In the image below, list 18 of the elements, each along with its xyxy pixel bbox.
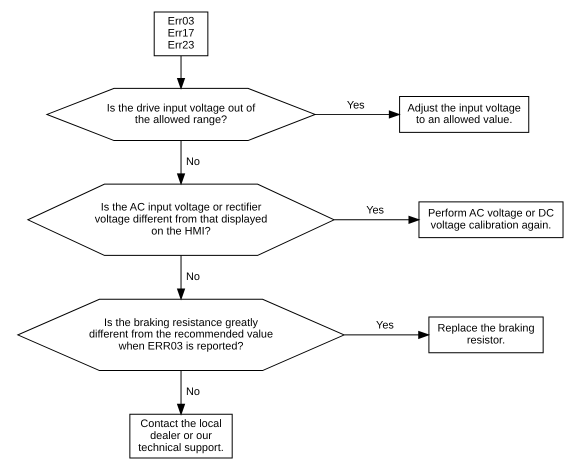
arrow bbox=[314, 110, 400, 119]
edge-label: No bbox=[185, 156, 200, 168]
edge-label: Yes bbox=[366, 204, 384, 217]
edge-label: Yes bbox=[346, 99, 364, 112]
edge-label: Yes bbox=[376, 320, 394, 332]
arrow bbox=[176, 55, 185, 90]
edge-label: No bbox=[185, 386, 200, 398]
arrow bbox=[176, 140, 185, 186]
arrow bbox=[176, 370, 185, 416]
arrow bbox=[343, 330, 430, 340]
arrow bbox=[333, 216, 420, 224]
edge-label: No bbox=[185, 271, 200, 284]
node-box: Contact the local dealer or our technical support. bbox=[128, 414, 232, 459]
node-box: Err03 Err17 Err23 bbox=[153, 11, 208, 56]
node-box: Replace the braking resistor. bbox=[428, 316, 544, 354]
node-box: Perform AC voltage or DC voltage calibration again. bbox=[418, 201, 564, 238]
node-box: Adjust the input voltage to an allowed value. bbox=[398, 96, 529, 133]
arrow bbox=[176, 255, 185, 300]
